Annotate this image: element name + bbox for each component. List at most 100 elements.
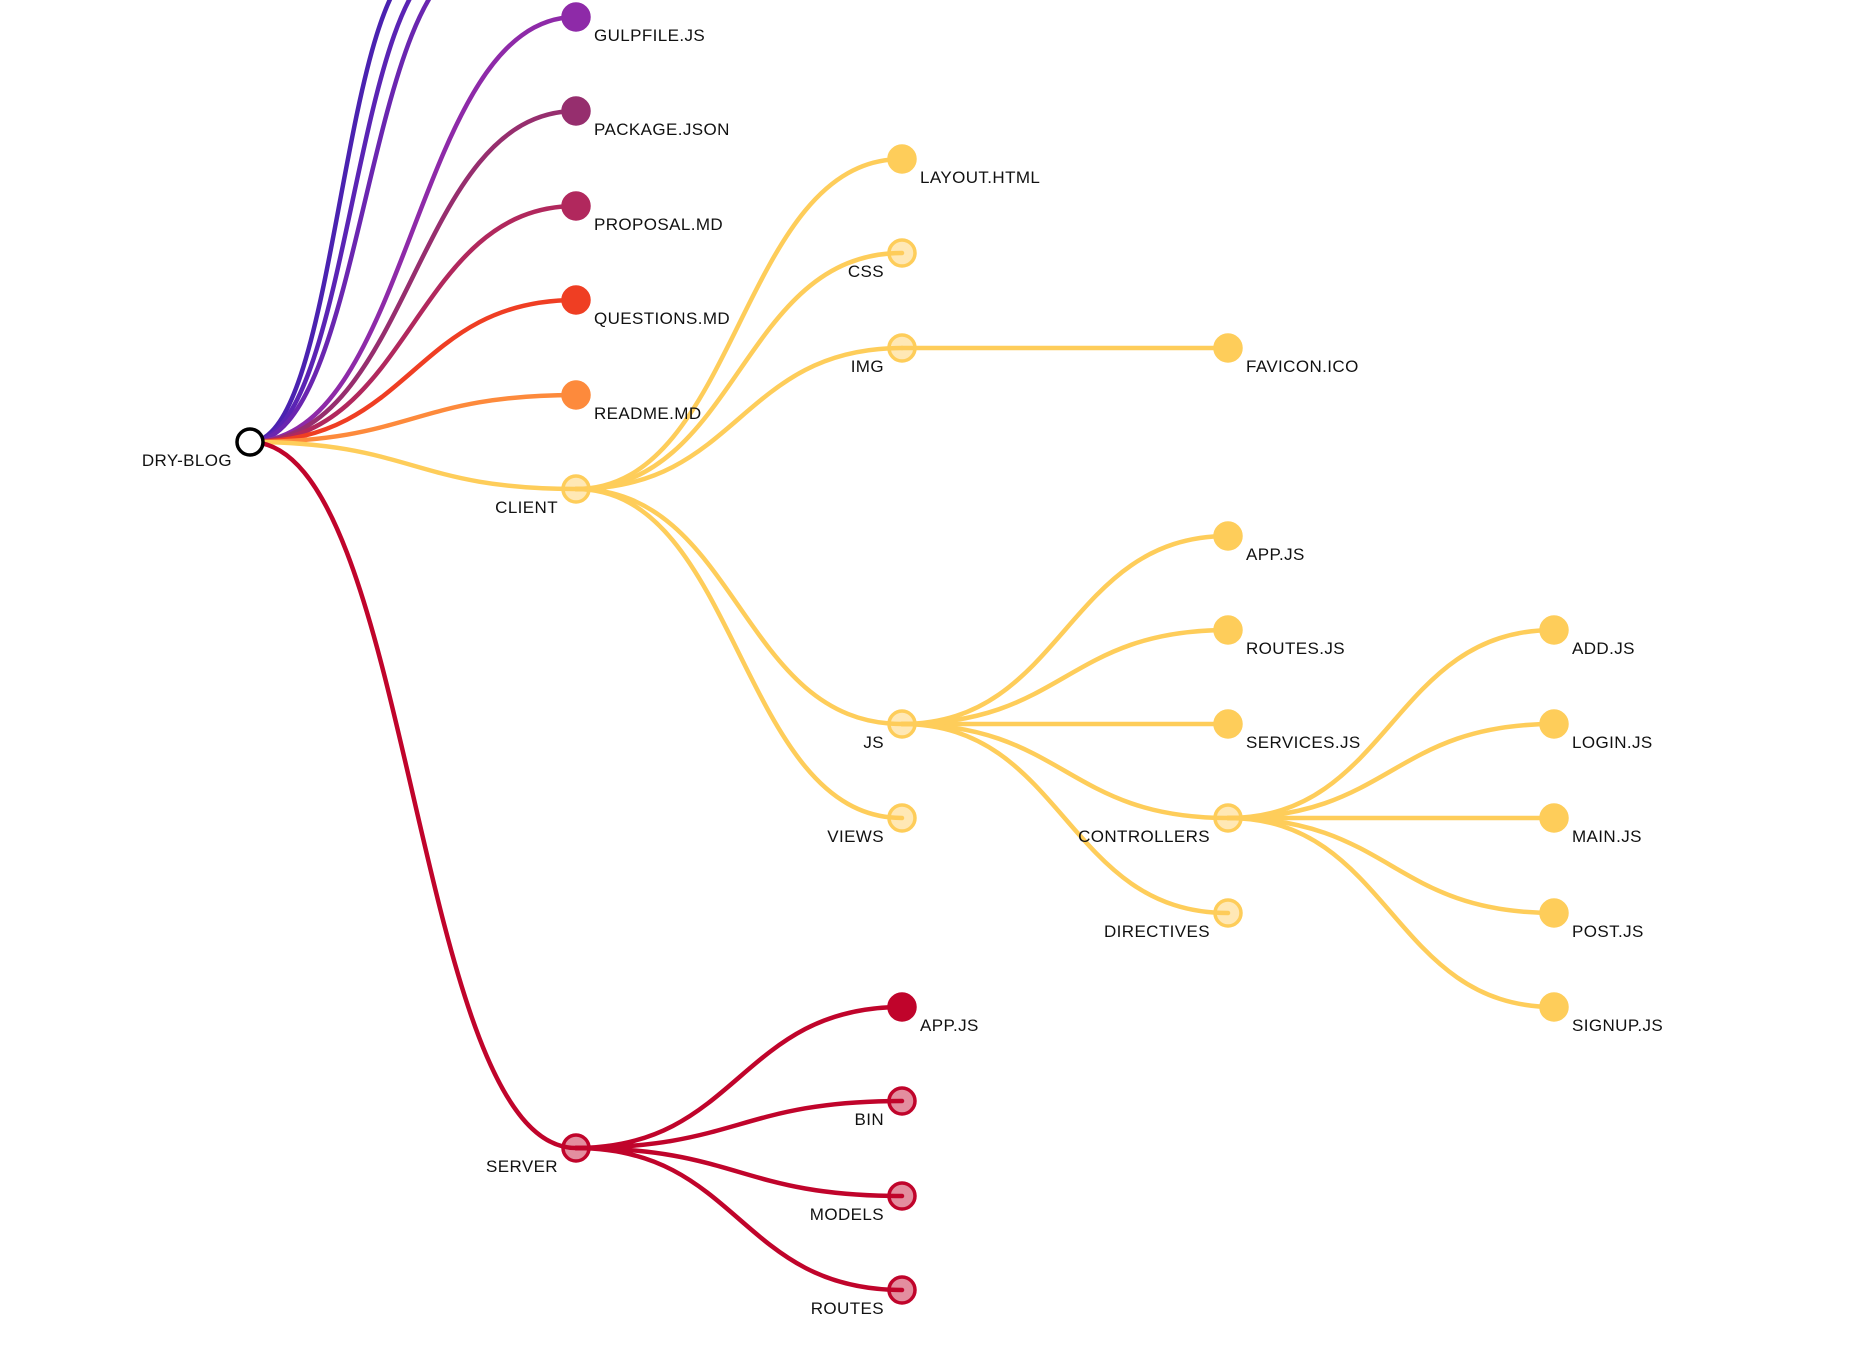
link-js: [573, 486, 905, 727]
file-node-dot[interactable]: [1213, 333, 1243, 363]
folder-node-dot[interactable]: [1213, 803, 1243, 833]
node-label: DIRECTIVES: [1104, 922, 1210, 941]
link-routesjs: [899, 627, 1231, 727]
node-label: ROUTES: [811, 1299, 884, 1318]
tree-node-proposal[interactable]: PROPOSAL.MD: [561, 191, 723, 234]
link-client: [247, 439, 579, 492]
file-node-dot[interactable]: [1213, 521, 1243, 551]
link-loginjs: [1225, 721, 1557, 821]
node-label: PROPOSAL.MD: [594, 215, 723, 234]
folder-node-dot[interactable]: [887, 238, 917, 268]
folder-node-dot[interactable]: [887, 1181, 917, 1211]
node-label: MODELS: [810, 1205, 884, 1224]
node-label: README.MD: [594, 404, 702, 423]
file-node-dot[interactable]: [561, 96, 591, 126]
tree-node-addjs[interactable]: ADD.JS: [1539, 615, 1635, 658]
node-label: DRY-BLOG: [142, 451, 232, 470]
link-directives: [899, 721, 1231, 916]
node-label: APP.JS: [920, 1016, 979, 1035]
tree-node-client[interactable]: CLIENT: [495, 474, 591, 517]
tree-node-signupjs[interactable]: SIGNUP.JS: [1539, 992, 1663, 1035]
tree-node-mainjs[interactable]: MAIN.JS: [1539, 803, 1642, 846]
tree-node-routesjs[interactable]: ROUTES.JS: [1213, 615, 1345, 658]
tree-node-layout[interactable]: LAYOUT.HTML: [887, 144, 1040, 187]
node-label: CLIENT: [495, 498, 558, 517]
file-node-dot[interactable]: [1213, 615, 1243, 645]
link-serverapp: [573, 1004, 905, 1151]
tree-node-controllers[interactable]: CONTROLLERS: [1078, 803, 1243, 846]
tree-node-img[interactable]: IMG: [851, 333, 917, 376]
file-node-dot[interactable]: [1539, 709, 1569, 739]
file-node-dot[interactable]: [887, 992, 917, 1022]
tree-node-loginjs[interactable]: LOGIN.JS: [1539, 709, 1653, 752]
link-views: [573, 486, 905, 821]
tree-node-root[interactable]: DRY-BLOG: [142, 427, 265, 470]
tree-node-package[interactable]: PACKAGE.JSON: [561, 96, 730, 139]
link-offscreen-1: [247, 0, 393, 445]
tree-node-directives[interactable]: DIRECTIVES: [1104, 898, 1243, 941]
tree-node-bin[interactable]: BIN: [854, 1086, 917, 1129]
link-signupjs: [1225, 815, 1557, 1010]
file-node-dot[interactable]: [887, 144, 917, 174]
file-node-dot[interactable]: [1213, 709, 1243, 739]
tree-node-css[interactable]: CSS: [848, 238, 917, 281]
folder-node-dot[interactable]: [235, 427, 265, 457]
node-label: POST.JS: [1572, 922, 1644, 941]
link-routes: [573, 1145, 905, 1293]
folder-node-dot[interactable]: [887, 803, 917, 833]
folder-node-dot[interactable]: [887, 333, 917, 363]
link-questions: [247, 297, 579, 445]
node-label: LOGIN.JS: [1572, 733, 1653, 752]
folder-node-dot[interactable]: [1213, 898, 1243, 928]
node-label: FAVICON.ICO: [1246, 357, 1359, 376]
node-label: QUESTIONS.MD: [594, 309, 730, 328]
tree-node-appjs[interactable]: APP.JS: [1213, 521, 1305, 564]
tree-nodes: DRY-BLOG GULPFILE.JS PACKAGE.JSON PROPOSAL.…: [142, 2, 1663, 1318]
node-label: CSS: [848, 262, 884, 281]
link-appjs: [899, 533, 1231, 727]
file-node-dot[interactable]: [561, 285, 591, 315]
tree-node-views[interactable]: VIEWS: [827, 803, 917, 846]
tree-node-questions[interactable]: QUESTIONS.MD: [561, 285, 730, 328]
tree-node-js[interactable]: JS: [863, 709, 917, 752]
tree-node-models[interactable]: MODELS: [810, 1181, 917, 1224]
tree-node-readme[interactable]: README.MD: [561, 380, 702, 423]
folder-node-dot[interactable]: [887, 709, 917, 739]
tree-node-servicesjs[interactable]: SERVICES.JS: [1213, 709, 1361, 752]
link-models: [573, 1145, 905, 1199]
tree-node-server[interactable]: SERVER: [486, 1133, 591, 1176]
file-node-dot[interactable]: [1539, 898, 1569, 928]
link-offscreen-3: [247, 0, 432, 445]
link-layout: [573, 156, 905, 492]
link-proposal: [247, 203, 579, 445]
node-label: MAIN.JS: [1572, 827, 1642, 846]
link-bin: [573, 1098, 905, 1151]
tree-node-routes[interactable]: ROUTES: [811, 1275, 917, 1318]
node-label: ADD.JS: [1572, 639, 1635, 658]
folder-node-dot[interactable]: [887, 1086, 917, 1116]
link-package: [247, 108, 579, 445]
file-node-dot[interactable]: [561, 191, 591, 221]
node-label: APP.JS: [1246, 545, 1305, 564]
tree-node-postjs[interactable]: POST.JS: [1539, 898, 1644, 941]
link-img: [573, 345, 905, 492]
file-node-dot[interactable]: [561, 380, 591, 410]
file-node-dot[interactable]: [1539, 992, 1569, 1022]
folder-node-dot[interactable]: [561, 1133, 591, 1163]
tree-node-serverapp[interactable]: APP.JS: [887, 992, 979, 1035]
node-label: CONTROLLERS: [1078, 827, 1210, 846]
link-controllers: [899, 721, 1231, 821]
node-label: JS: [863, 733, 884, 752]
file-node-dot[interactable]: [1539, 615, 1569, 645]
link-postjs: [1225, 815, 1557, 916]
tree-node-gulpfile[interactable]: GULPFILE.JS: [561, 2, 705, 45]
file-node-dot[interactable]: [561, 2, 591, 32]
folder-node-dot[interactable]: [561, 474, 591, 504]
node-label: VIEWS: [827, 827, 884, 846]
folder-node-dot[interactable]: [887, 1275, 917, 1305]
link-gulpfile: [247, 14, 579, 445]
node-label: LAYOUT.HTML: [920, 168, 1040, 187]
file-node-dot[interactable]: [1539, 803, 1569, 833]
tree-node-favicon[interactable]: FAVICON.ICO: [1213, 333, 1359, 376]
